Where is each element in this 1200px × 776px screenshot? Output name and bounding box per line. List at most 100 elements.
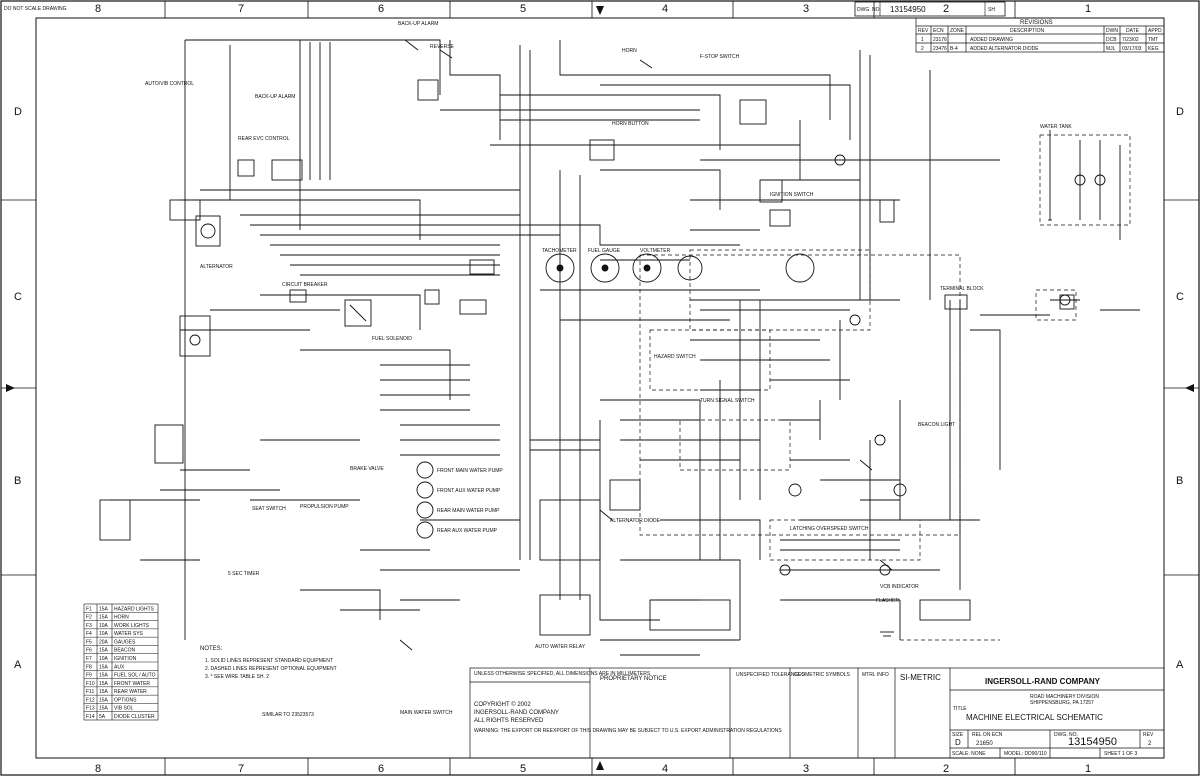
note-3: 3. * SEE WIRE TABLE SH. 2	[205, 674, 269, 680]
zone-row-B-right: B	[1176, 475, 1183, 487]
rev-label: REV	[1143, 732, 1154, 738]
zone-columns-top: 8 7 6 5 4 3 2 1	[95, 3, 1091, 15]
label-5-sec-timer: 5 SEC TIMER	[228, 571, 260, 577]
fuse-circuit: OPTIONS	[114, 697, 137, 703]
fuse-rating: 15A	[99, 606, 109, 612]
zone-col-7-top: 7	[238, 3, 244, 15]
fuse-id: F14	[86, 714, 95, 720]
fuse-id: F1	[86, 606, 92, 612]
zone-col-4-top: 4	[662, 3, 668, 15]
revisions-title: REVISIONS	[1020, 20, 1053, 26]
fuse-id: F5	[86, 639, 92, 645]
rev-row2-desc: ADDED ALTERNATOR DIODE	[970, 46, 1039, 52]
zone-col-1-bottom: 1	[1085, 763, 1091, 775]
tolerances-title: UNSPECIFIED TOLERANCES	[736, 672, 805, 678]
zone-col-7-bottom: 7	[238, 763, 244, 775]
rev-row2-ecn: 23476	[933, 46, 947, 52]
wiring	[110, 39, 1140, 656]
revisions-table	[915, 17, 1165, 53]
fuse-id: F3	[86, 623, 92, 629]
zone-row-A-left: A	[14, 659, 22, 671]
fuse-rating: 15A	[99, 664, 109, 670]
rev-col-rev: REV	[918, 28, 929, 34]
label-auto-water-relay: AUTO WATER RELAY	[535, 644, 586, 650]
fuse-circuit: WATER SYS	[114, 631, 144, 637]
fuse-circuit: FUEL SOL / AUTO	[114, 673, 156, 679]
export-warning: WARNING: THE EXPORT OR REEXPORT OF THIS …	[474, 728, 782, 734]
fuse-circuit: FRONT WATER	[114, 681, 150, 687]
fuse-rating: 10A	[99, 631, 109, 637]
label-voltmeter: VOLTMETER	[640, 248, 671, 254]
rev-row1-appd: TMT	[1148, 37, 1158, 43]
fuse-rating: 15A	[99, 697, 109, 703]
label-fuel-solenoid: FUEL SOLENOID	[372, 336, 412, 342]
zone-col-4-bottom: 4	[662, 763, 668, 775]
rev-row2-rev: 2	[921, 46, 924, 52]
revisions-text: REVISIONS REV ECN ZONE DESCRIPTION DWN D…	[918, 20, 1162, 52]
fuse-circuit: BEACON	[114, 648, 136, 654]
rev: 2	[1148, 741, 1152, 747]
zone-col-6-bottom: 6	[378, 763, 384, 775]
label-vcb-indicator: VCB INDICATOR	[880, 584, 919, 590]
dwg-no: 13154950	[1068, 736, 1117, 748]
fuse-circuit: HAZARD LIGHTS	[114, 606, 155, 612]
fuse-id: F8	[86, 664, 92, 670]
component-labels: BACK-UP ALARM BACK-UP ALARM REVERSE HORN…	[145, 21, 1072, 716]
label-tachometer: TACHOMETER	[542, 248, 577, 254]
label-latching-overspeed-switch: LATCHING OVERSPEED SWITCH	[790, 526, 869, 532]
scale: SCALE: NONE	[952, 751, 986, 757]
geometric-title: GEOMETRIC SYMBOLS	[794, 672, 851, 678]
zone-row-D-left: D	[14, 106, 22, 118]
title-block-grid	[469, 667, 1165, 759]
fuse-id: F7	[86, 656, 92, 662]
zone-row-C-left: C	[14, 291, 22, 303]
label-turn-signal-switch: TURN SIGNAL SWITCH	[700, 398, 755, 404]
proprietary-block: UNLESS OTHERWISE SPECIFIED, ALL DIMENSIO…	[474, 671, 941, 734]
rev-col-appd: APPD	[1148, 28, 1162, 34]
zone-col-2-top: 2	[943, 3, 949, 15]
proprietary-title: PROPRIETARY NOTICE	[600, 676, 667, 682]
note-2: 2. DASHED LINES REPRESENT OPTIONAL EQUIP…	[205, 666, 337, 672]
zone-col-2-bottom: 2	[943, 763, 949, 775]
fuse-id: F11	[86, 689, 94, 695]
fuse-circuit: IGNITION	[114, 656, 137, 662]
fuse-id: F2	[86, 615, 92, 621]
zone-col-1-top: 1	[1085, 3, 1091, 15]
size-label: SIZE	[952, 732, 964, 738]
fuse-id: F12	[86, 697, 95, 703]
zone-row-D-right: D	[1176, 106, 1184, 118]
zone-row-A-right: A	[1176, 659, 1184, 671]
copyright: COPYRIGHT © 2002	[474, 701, 531, 708]
rel-ecn: 21650	[976, 741, 993, 747]
label-front-aux-water-pump: FRONT AUX WATER PUMP	[437, 488, 501, 494]
title-block: INGERSOLL-RAND COMPANY ROAD MACHINERY DI…	[952, 677, 1154, 757]
label-alternator-diode: ALTERNATOR DIODE	[610, 518, 661, 524]
rev-row1-date: 7/23/02	[1122, 37, 1139, 43]
center-arrow-bottom	[596, 761, 604, 770]
label-propulsion-pump: PROPULSION PUMP	[300, 504, 349, 510]
rev-row2-date: 03/17/03	[1122, 46, 1142, 52]
dwg-no-label: DWG. NO.	[1054, 732, 1078, 738]
label-front-main-water-pump: FRONT MAIN WATER PUMP	[437, 468, 503, 474]
rel-ecn-label: REL ON ECN	[972, 732, 1003, 738]
size: D	[955, 738, 961, 747]
label-terminal-block: TERMINAL BLOCK	[940, 286, 984, 292]
label-circuit-breaker: CIRCUIT BREAKER	[282, 282, 328, 288]
zone-row-B-left: B	[14, 475, 21, 487]
rev-col-description: DESCRIPTION	[1010, 28, 1045, 34]
rev-col-date: DATE	[1126, 28, 1140, 34]
zone-col-3-bottom: 3	[803, 763, 809, 775]
similar-to-note: SIMILAR TO 23523573	[262, 712, 314, 718]
note-1: 1. SOLID LINES REPRESENT STANDARD EQUIPM…	[205, 658, 333, 664]
fuse-id: F13	[86, 706, 95, 712]
center-arrow-left	[6, 384, 15, 392]
header-sheet-label: SH	[988, 7, 995, 13]
rev-row2-zone: B-4	[950, 46, 958, 52]
zone-col-6-top: 6	[378, 3, 384, 15]
zone-col-5-top: 5	[520, 3, 526, 15]
sheet-count: SHEET 1 OF 3	[1104, 751, 1137, 757]
